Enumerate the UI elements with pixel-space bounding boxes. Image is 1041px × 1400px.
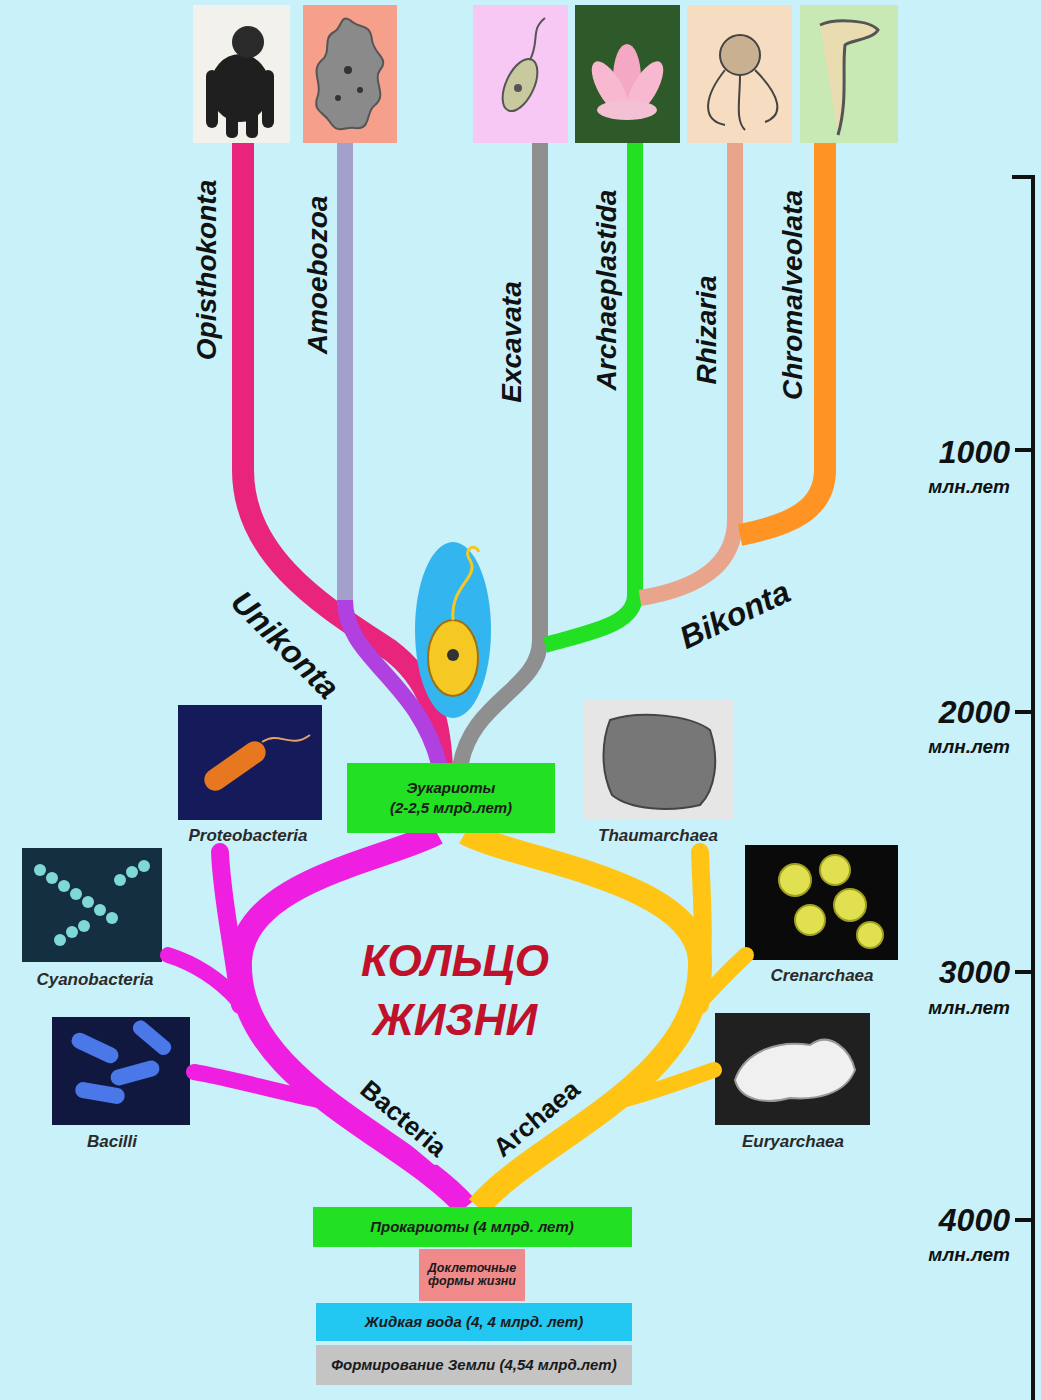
time-label: 4000 [939,1202,1010,1239]
time-label: 2000 [939,694,1010,731]
taxon-label: Thaumarchaea [598,826,718,846]
box-text: Доклеточные формы жизни [427,1262,517,1288]
time-label: млн.лет [928,476,1010,498]
box-text: Эукариоты [407,778,496,798]
clade-label: Opisthokonta [191,180,223,360]
clade-label: Chromalveolata [777,190,809,400]
box-text: (2-2,5 млрд.лет) [390,798,512,818]
clade-label: Amoebozoa [302,196,334,355]
time-label: млн.лет [928,997,1010,1019]
stage-box: Жидкая вода (4, 4 млрд. лет) [316,1303,632,1341]
clade-label: Archaeplastida [591,190,623,391]
box-text: Прокариоты (4 млрд. лет) [370,1218,574,1236]
time-label: 1000 [939,434,1010,471]
box-text: Формирование Земли (4,54 млрд.лет) [331,1356,616,1374]
time-label: млн.лет [928,736,1010,758]
clade-label: Rhizaria [691,276,723,385]
time-label: 3000 [939,954,1010,991]
taxon-label: Euryarchaea [742,1132,844,1152]
taxon-label: Crenarchaea [770,966,873,986]
taxon-label: КОЛЬЦО ЖИЗНИ [325,931,585,1050]
box-text: Жидкая вода (4, 4 млрд. лет) [365,1313,583,1331]
taxon-label: Bacilli [87,1132,137,1152]
stage-box: Прокариоты (4 млрд. лет) [313,1207,632,1247]
stage-box: Доклеточные формы жизни [419,1249,525,1301]
time-label: млн.лет [928,1244,1010,1266]
taxon-label: Proteobacteria [188,826,307,846]
stage-box: Формирование Земли (4,54 млрд.лет) [316,1345,632,1385]
taxon-label: Cyanobacteria [36,970,153,990]
stage-box: Эукариоты(2-2,5 млрд.лет) [347,763,555,833]
clade-label: Excavata [496,281,528,402]
